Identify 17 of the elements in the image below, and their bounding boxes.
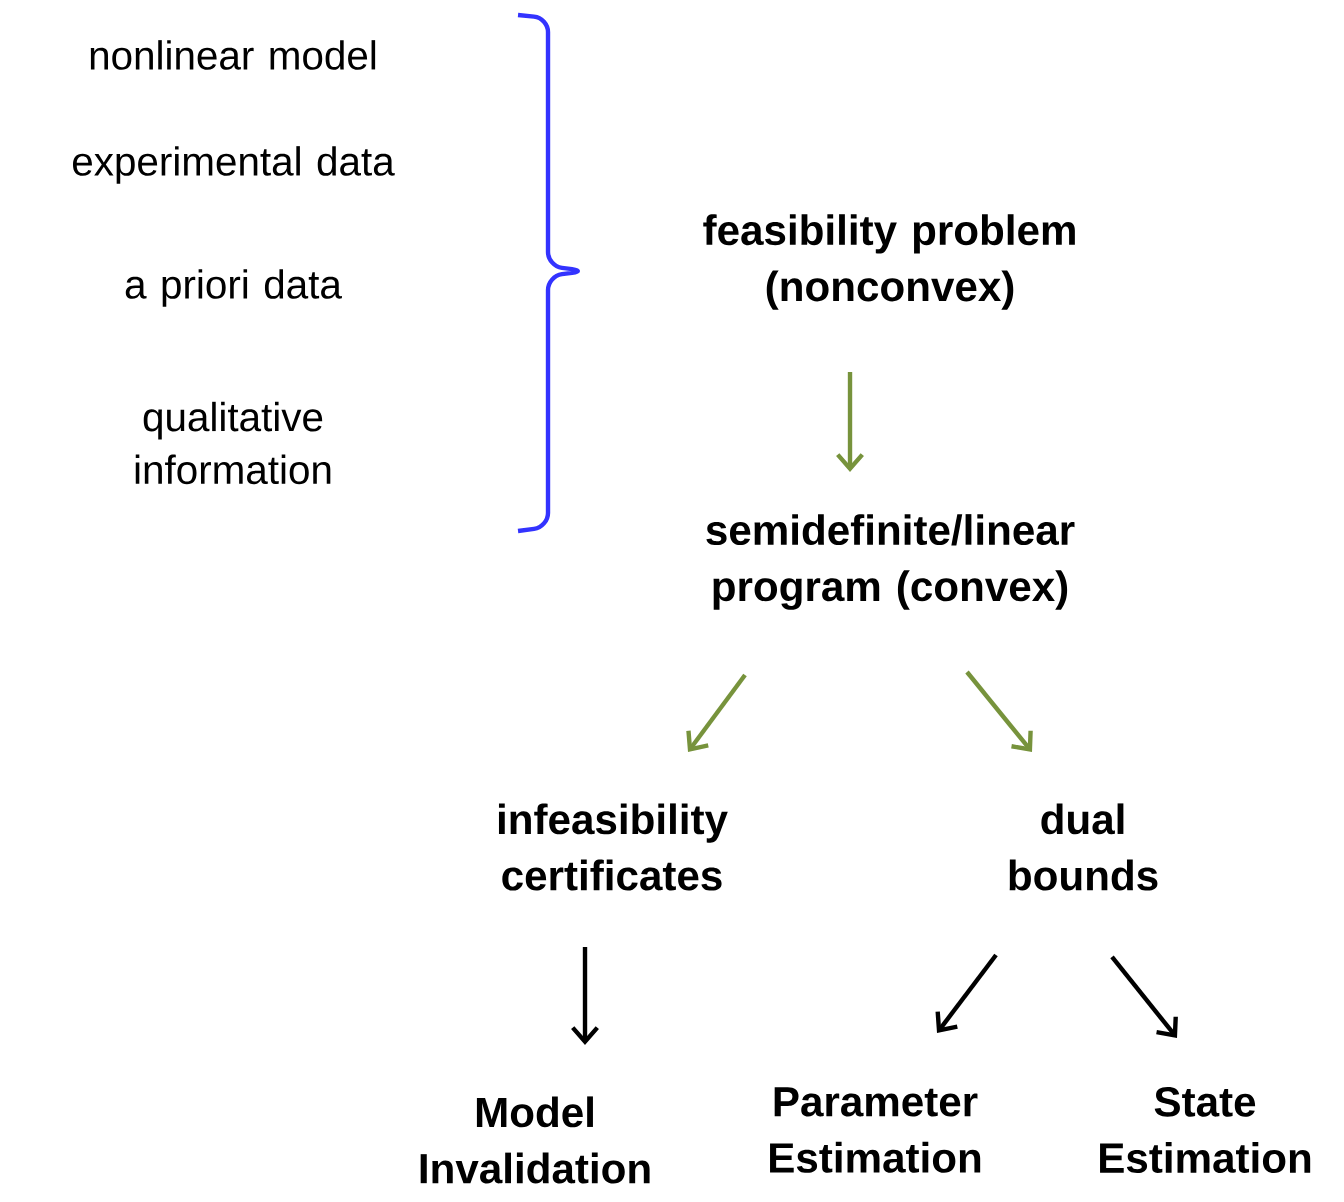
node-text: dual bounds xyxy=(1009,803,1158,891)
label-text: qualitative information xyxy=(135,401,331,485)
arrow xyxy=(686,673,747,752)
arrow xyxy=(1110,955,1178,1038)
node-text: infeasibility certificates xyxy=(498,803,728,891)
arrow xyxy=(965,670,1033,752)
label-text: nonlinear model xyxy=(90,40,376,70)
arrow xyxy=(935,953,998,1033)
node-text: semidefinite/linear program (convex) xyxy=(706,514,1075,610)
node-text: Model Invalidation xyxy=(420,1096,650,1184)
arrow xyxy=(571,947,599,1045)
label-text: a priori data xyxy=(125,269,342,307)
label-text: experimental data xyxy=(73,146,395,184)
node-text: feasibility problem (nonconvex) xyxy=(703,214,1075,310)
arrow xyxy=(836,372,864,472)
node-text: Parameter Estimation xyxy=(770,1087,981,1173)
node-text: State Estimation xyxy=(1100,1087,1311,1174)
